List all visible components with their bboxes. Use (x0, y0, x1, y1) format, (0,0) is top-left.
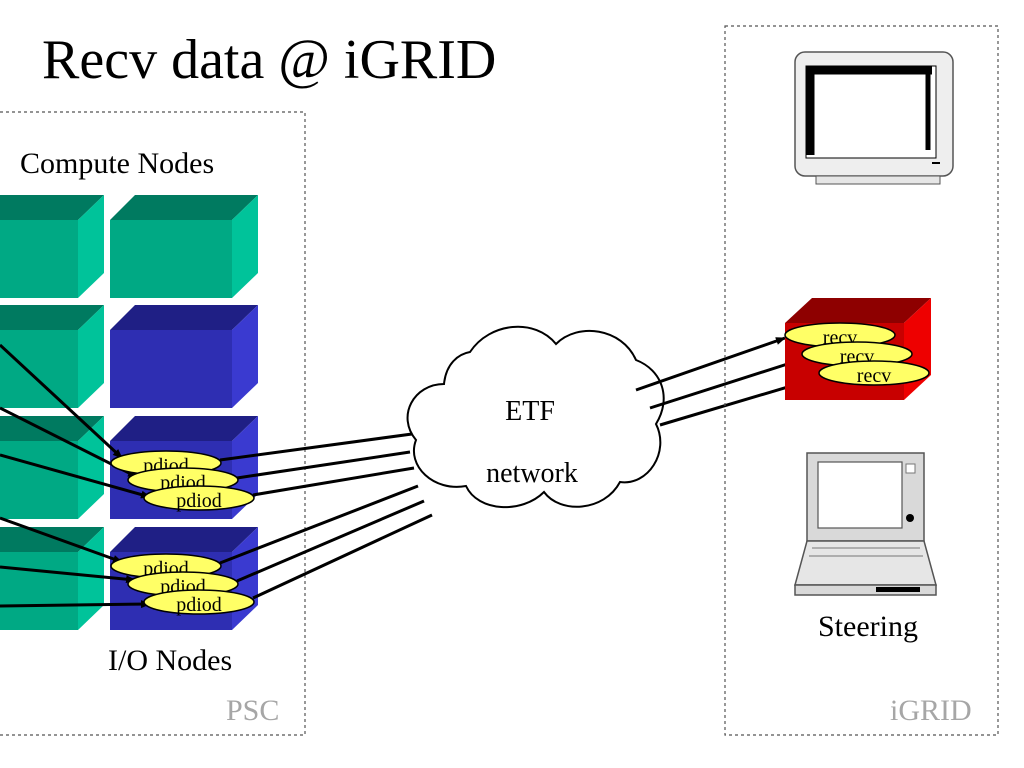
pdiod-process: pdiod (143, 589, 255, 616)
monitor-icon (794, 51, 954, 185)
compute-to-pdiod-arrows (0, 343, 151, 609)
pdiod-label: pdiod (176, 594, 222, 616)
pdiod-group-lower: pdiod pdiod pdiod (110, 553, 255, 616)
psc-region: Compute Nodes I/O Nodes PSC (0, 111, 306, 736)
compute-nodes-label: Compute Nodes (20, 147, 214, 180)
cloud-label-etf: ETF (505, 396, 555, 427)
compute-node-cube (0, 305, 104, 408)
pdiod-to-network-links (219, 432, 433, 600)
compute-node-cube-blue (110, 305, 258, 408)
psc-region-label: PSC (226, 694, 279, 727)
cloud-label-network: network (486, 458, 578, 489)
pdiod-label: pdiod (176, 490, 222, 512)
compute-node-cube (0, 416, 104, 519)
pdiod-group-upper: pdiod pdiod pdiod (110, 450, 255, 512)
laptop-icon (794, 452, 937, 596)
steering-label: Steering (818, 610, 918, 643)
igrid-region: iGRID (724, 25, 999, 736)
recv-label: recv (857, 365, 891, 387)
compute-node-cube (110, 195, 258, 298)
etf-network-cloud: ETF network (406, 325, 665, 509)
recv-processes: recv recv recv (784, 322, 930, 387)
igrid-region-label: iGRID (890, 694, 972, 727)
slide-title: Recv data @ iGRID (42, 29, 496, 91)
compute-node-cube (0, 527, 104, 630)
io-nodes-label: I/O Nodes (108, 644, 232, 677)
pdiod-process: pdiod (143, 485, 255, 512)
recv-process: recv (818, 360, 930, 387)
compute-node-cube (0, 195, 104, 298)
